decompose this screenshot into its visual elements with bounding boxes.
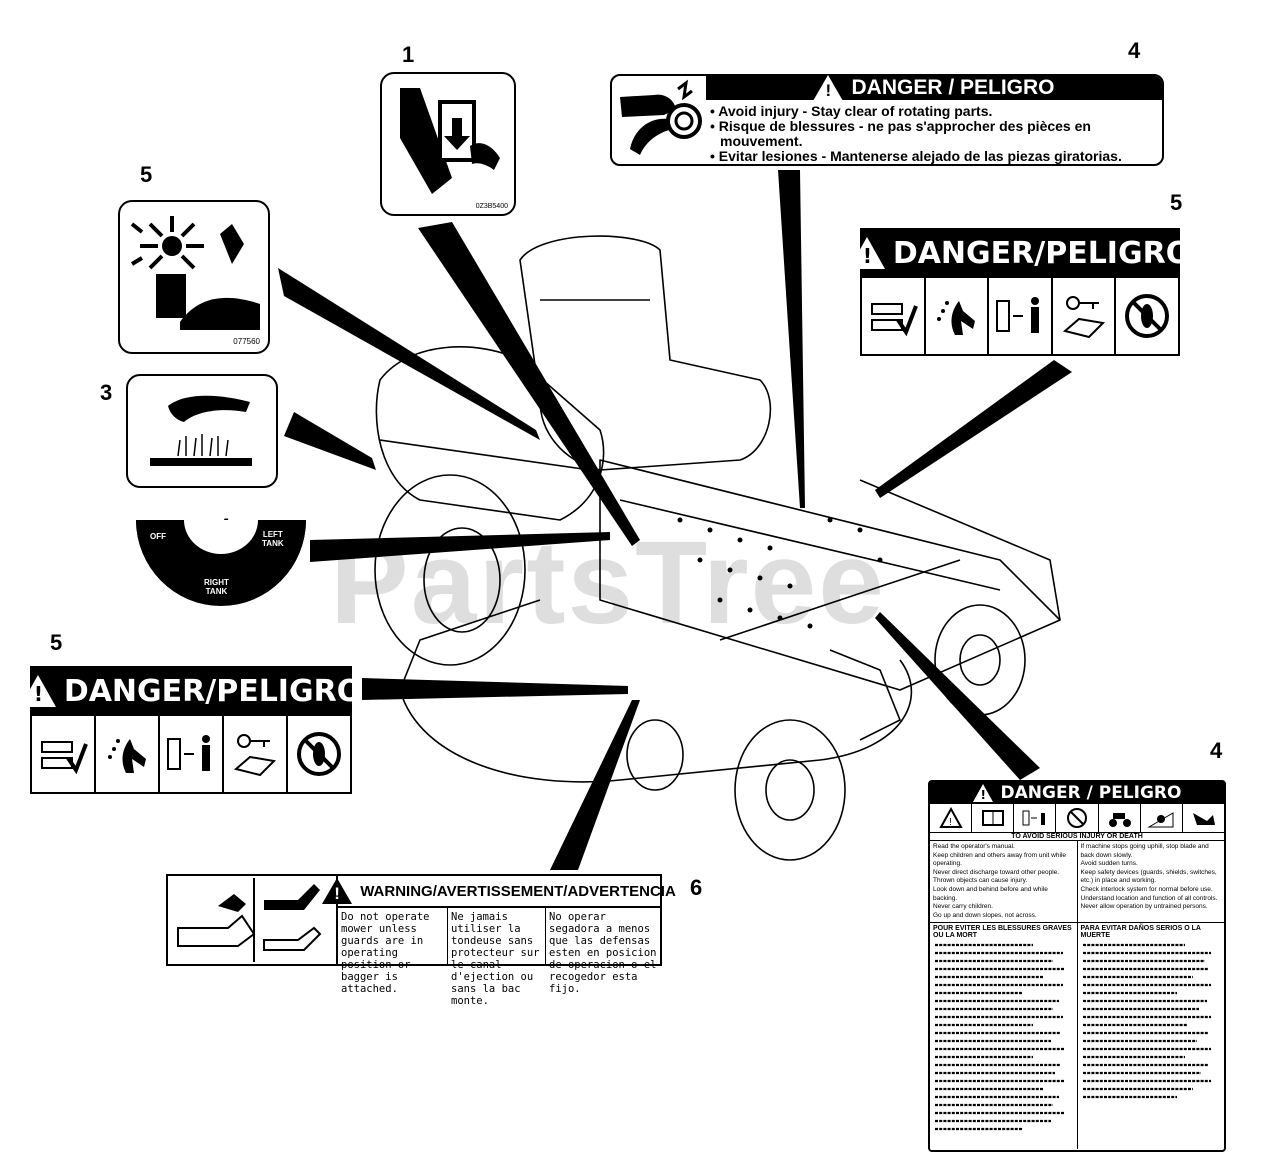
blade-cut-icon bbox=[130, 216, 260, 330]
fuel-selector-decal: OFF LEFT TANK RIGHT TANK bbox=[136, 520, 306, 606]
svg-text:!: ! bbox=[949, 817, 952, 828]
callout-number: 3 bbox=[100, 380, 113, 405]
no-hands-feet-icon bbox=[288, 716, 350, 792]
callout-number: 4 bbox=[1210, 738, 1223, 763]
callout-number: 4 bbox=[1128, 38, 1141, 63]
warning-english-text: Do not operate mower unless guards are i… bbox=[338, 908, 448, 995]
discharge-icon bbox=[177, 878, 322, 962]
instruction-line: Never allow operation by untrained perso… bbox=[1080, 903, 1208, 911]
instruction-line: Never carry children. bbox=[933, 903, 993, 911]
callout-number: 5 bbox=[50, 630, 63, 655]
french-text-block bbox=[935, 944, 1065, 1131]
instruction-line: Go up and down slopes, not across. bbox=[933, 911, 1037, 919]
warning-triangle-icon: ! bbox=[19, 675, 56, 707]
instruction-line: Read the operator's manual. bbox=[933, 843, 1015, 850]
hot-surface-icon bbox=[150, 395, 252, 466]
danger-subheader: TO AVOID SERIOUS INJURY OR DEATH bbox=[930, 833, 1224, 841]
fuel-off-label: OFF bbox=[150, 532, 166, 541]
decal-warning-guards: ! WARNING/AVERTISSEMENT/ADVERTENCIA Do n… bbox=[166, 874, 676, 1007]
danger-header: DANGER / PELIGRO bbox=[1000, 783, 1182, 803]
thrown-objects-icon bbox=[96, 716, 160, 792]
blade-hand-icon bbox=[1183, 804, 1224, 832]
fuel-left-tank-label: LEFT TANK bbox=[262, 530, 284, 548]
warning-triangle-icon: ! bbox=[848, 237, 885, 269]
decal-danger-pictograms-right: ! DANGER/PELIGRO bbox=[848, 228, 1191, 356]
manual-icon bbox=[972, 804, 1015, 832]
instruction-line: Never direct discharge toward other peop… bbox=[933, 868, 1060, 885]
instruction-line: Keep children and others away from unit … bbox=[933, 851, 1066, 868]
read-manual-icon bbox=[32, 716, 96, 792]
warning-triangle-icon: ! bbox=[972, 784, 993, 802]
callout-number: 5 bbox=[1170, 190, 1183, 215]
decal-hot-surface bbox=[126, 374, 278, 488]
danger-line: • Evitar lesiones - Mantenerse alejado d… bbox=[710, 148, 1122, 164]
fuel-right-tank-label: RIGHT TANK bbox=[204, 578, 229, 596]
french-header: POUR EVITER LES BLESSURES GRAVES OU LA M… bbox=[933, 925, 1072, 940]
spanish-header: PARA EVITAR DAÑOS SERIOS O LA MUERTE bbox=[1080, 925, 1201, 940]
no-children-icon bbox=[1056, 804, 1099, 832]
instruction-line: If machine stops going uphill, stop blad… bbox=[1080, 843, 1209, 859]
decal-part-number: 077560 bbox=[233, 337, 260, 346]
warning-icons-panel bbox=[168, 876, 338, 964]
slope-icon bbox=[1141, 804, 1183, 832]
rotating-shaft-icon bbox=[620, 79, 702, 155]
decal-thrown-objects: 077560 bbox=[118, 200, 270, 354]
danger-header: DANGER / PELIGRO bbox=[851, 76, 1055, 99]
pictogram-strip: ! bbox=[930, 804, 1224, 833]
warning-spanish-text: No operar segadora a menos que las defen… bbox=[549, 911, 657, 995]
spanish-text-block bbox=[1082, 944, 1211, 1099]
warning-triangle-icon: ! bbox=[322, 878, 353, 904]
no-hands-feet-icon bbox=[1116, 278, 1178, 354]
warning-french-text: Ne jamais utiliser la tondeuse sans prot… bbox=[448, 908, 546, 1007]
warning-triangle-icon: ! bbox=[813, 75, 844, 101]
keep-distance-icon bbox=[989, 278, 1053, 354]
decal-danger-pictograms-left: ! DANGER/PELIGRO bbox=[19, 666, 362, 794]
callout-number: 6 bbox=[690, 875, 703, 900]
keep-distance-icon bbox=[160, 716, 224, 792]
rider-icon bbox=[1099, 804, 1141, 832]
instruction-line: Avoid sudden turns. bbox=[1080, 860, 1138, 868]
warning-header: WARNING/AVERTISSEMENT/ADVERTENCIA bbox=[360, 882, 676, 900]
instruction-line: Understand location and function of all … bbox=[1080, 894, 1218, 902]
callout-number: 1 bbox=[402, 42, 415, 67]
thrown-objects-icon bbox=[926, 278, 990, 354]
instruction-line: Check interlock system for normal before… bbox=[1080, 885, 1213, 893]
danger-header: DANGER/PELIGRO bbox=[63, 673, 363, 709]
crush-hazard-icon bbox=[400, 88, 500, 194]
remove-key-icon bbox=[224, 716, 288, 792]
decal-crush-hazard: 0Z3B5400 bbox=[380, 72, 516, 216]
read-manual-icon bbox=[862, 278, 926, 354]
remove-key-icon bbox=[1053, 278, 1117, 354]
warning-triangle-icon: ! bbox=[930, 804, 973, 832]
danger-line: • Avoid injury - Stay clear of rotating … bbox=[710, 103, 993, 119]
danger-line: • Risque de blessures - ne pas s'approch… bbox=[710, 118, 1091, 149]
decal-part-number: 0Z3B5400 bbox=[475, 203, 508, 210]
instruction-line: Look down and behind before and while ba… bbox=[933, 885, 1048, 902]
decal-danger-serious-injury: ! DANGER / PELIGRO ! TO AVOID SERIOUS IN… bbox=[928, 780, 1226, 1152]
callout-number: 5 bbox=[140, 162, 153, 187]
decal-danger-rotating-parts: ! DANGER / PELIGRO • Avoid injury - Stay… bbox=[610, 74, 1164, 166]
danger-header: DANGER/PELIGRO bbox=[892, 235, 1192, 271]
instruction-line: Keep safety devices (guards, shields, sw… bbox=[1080, 868, 1217, 885]
keep-distance-icon bbox=[1014, 804, 1057, 832]
